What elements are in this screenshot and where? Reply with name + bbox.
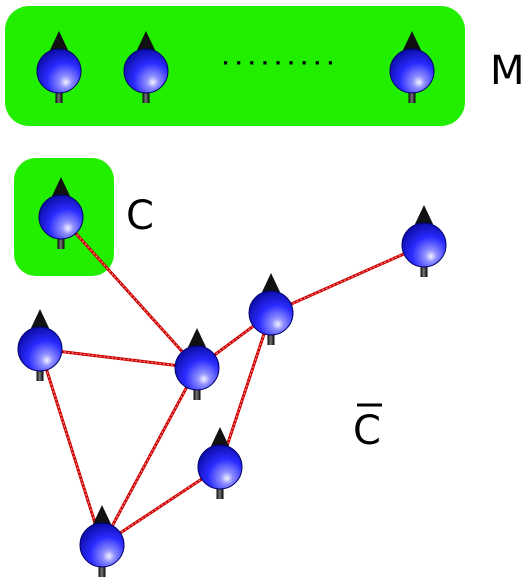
bond-f-g-texture: [101, 466, 221, 546]
bond-d-f-texture: [219, 312, 272, 468]
complement-label: C: [353, 403, 382, 454]
spin-up-icon: [17, 308, 63, 382]
spin-d: [248, 272, 294, 346]
spin-up-icon: [248, 272, 294, 346]
spin-up-icon: [174, 327, 220, 401]
cluster-label: C: [126, 193, 154, 239]
memory-region: [5, 6, 465, 126]
spin-up-icon: [401, 204, 447, 278]
bond-d-e: [270, 243, 425, 315]
bond-a-b: [39, 347, 198, 370]
bond-a-g: [38, 348, 104, 546]
bond-layer: [38, 215, 425, 547]
complement-letter: C: [353, 408, 381, 454]
spin-up-icon: [197, 426, 243, 500]
spin-a: [17, 308, 63, 382]
bond-b-g-texture: [101, 367, 198, 546]
spin-f: [197, 426, 243, 500]
memory-ellipsis: · · · · · · · · ·: [222, 53, 334, 74]
spin-b: [174, 327, 220, 401]
spin-e: [401, 204, 447, 278]
bond-c-b-texture: [60, 216, 198, 369]
memory-label: M: [490, 48, 525, 94]
